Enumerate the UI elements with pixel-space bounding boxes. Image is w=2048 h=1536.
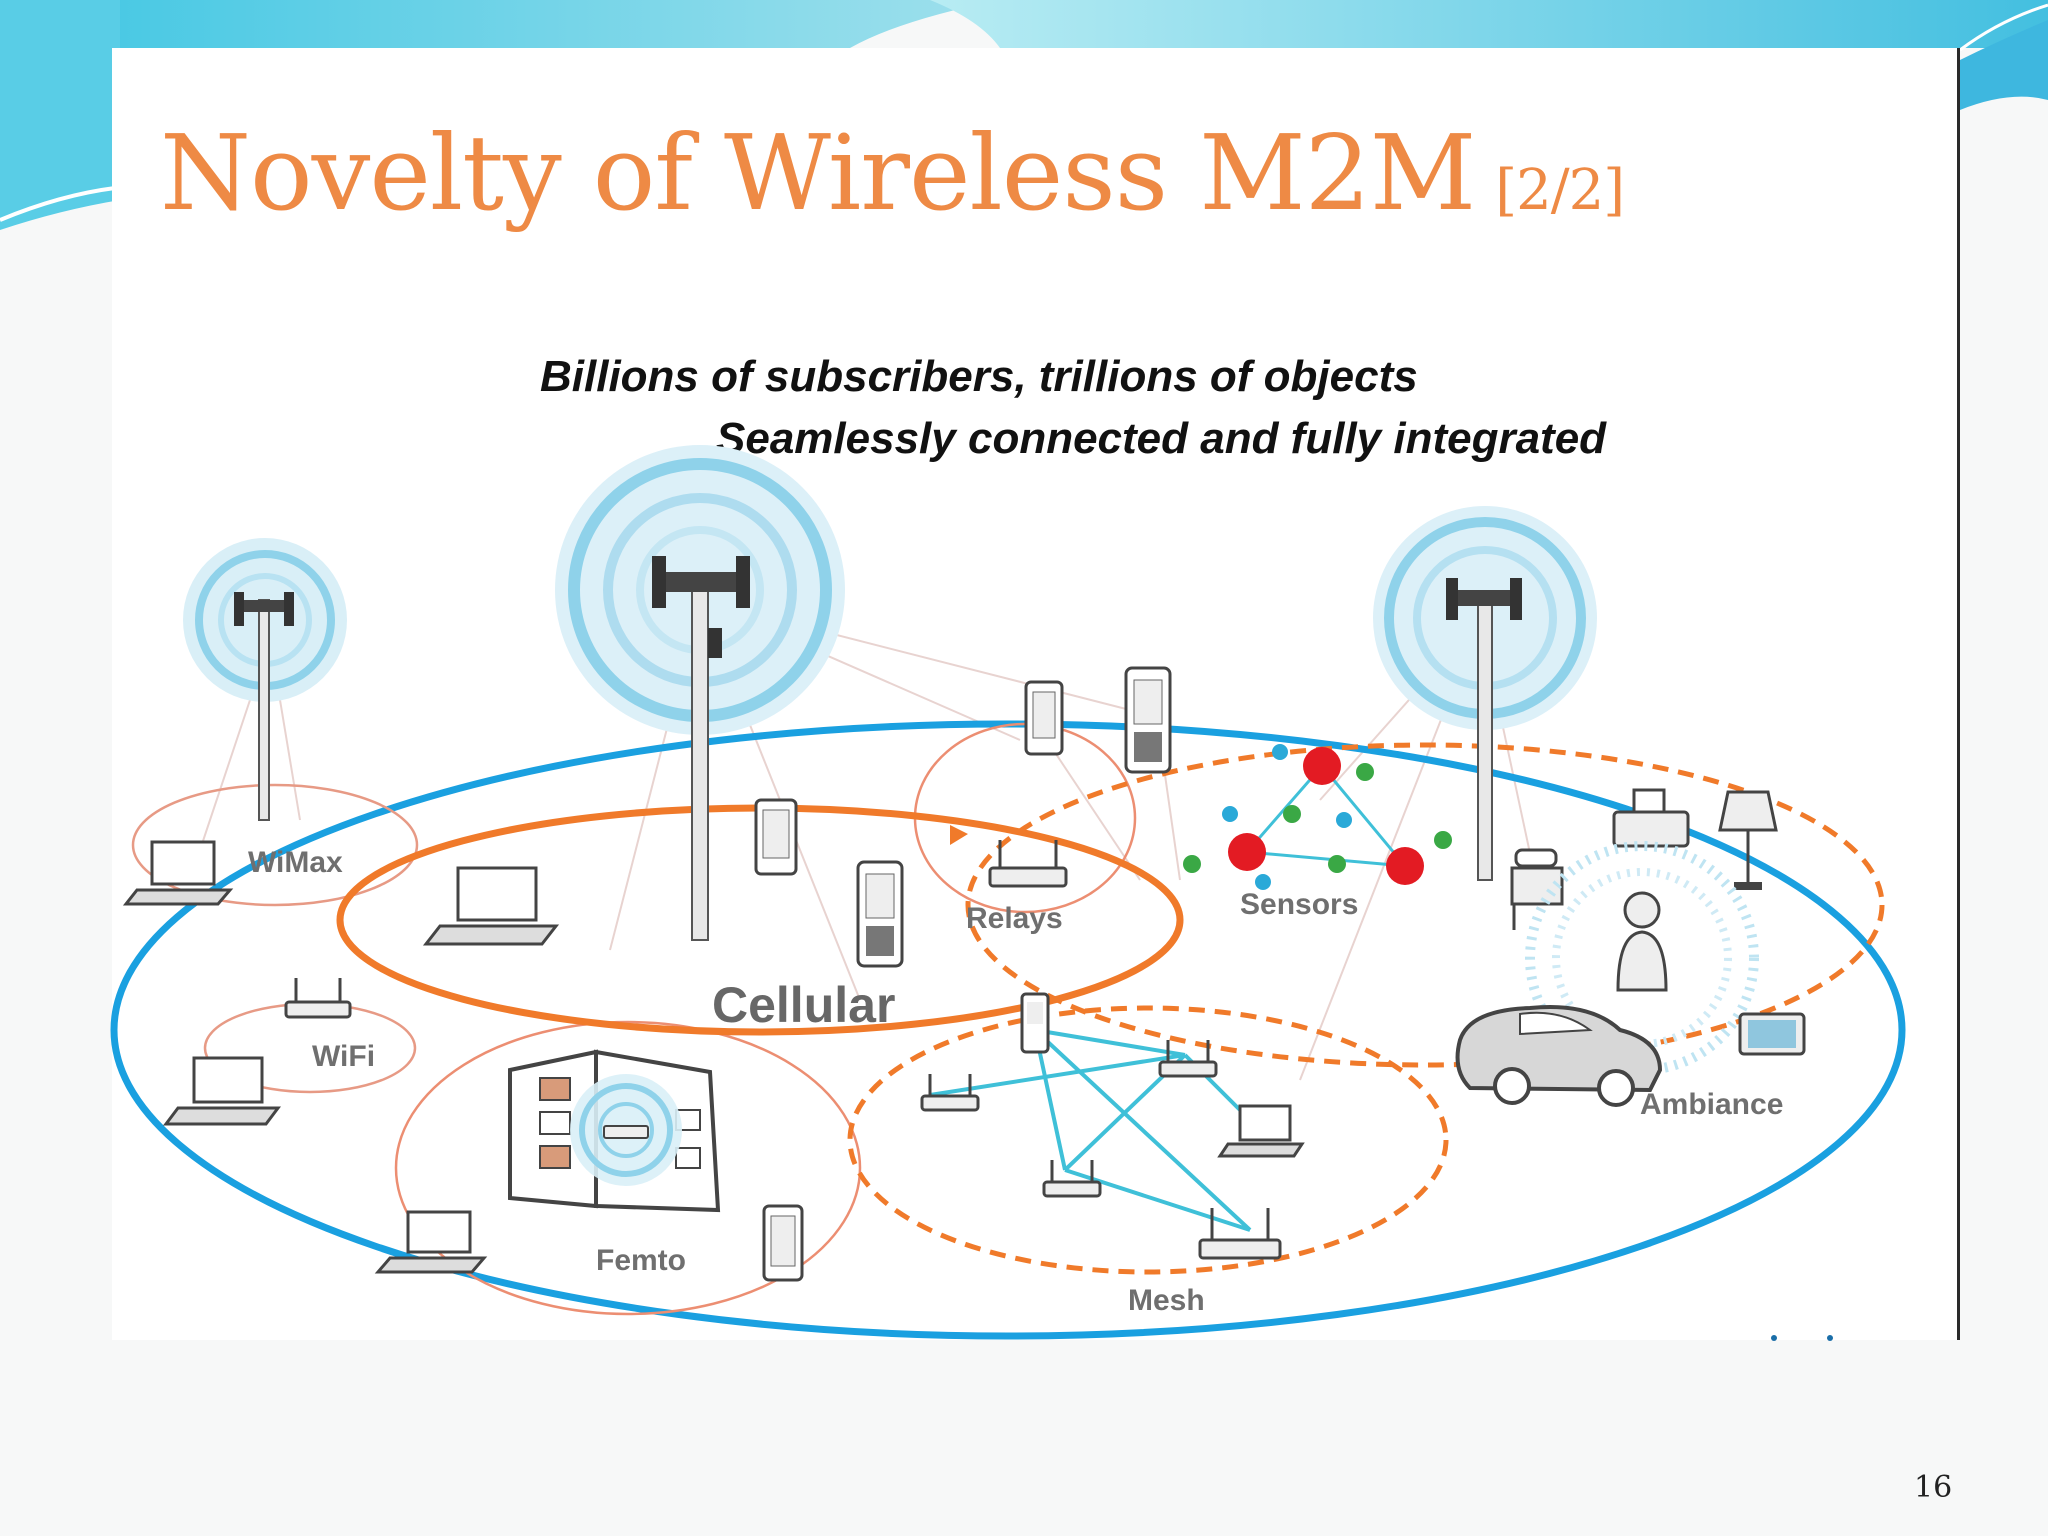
person-icon: [1525, 841, 1759, 1075]
mesh-label: Mesh: [1128, 1284, 1205, 1317]
subtitle-line-2: Seamlessly connected and fully integrate…: [716, 414, 1607, 463]
wimax-ellipse: [131, 783, 419, 907]
cellular-arrow: [950, 825, 968, 845]
laptop-icon: [374, 1210, 488, 1274]
femto-ellipse: [394, 1020, 862, 1316]
cellular-label: Cellular: [712, 977, 896, 1033]
subtitle-line-1: Billions of subscribers, trillions of ob…: [540, 352, 1418, 401]
ambiance-ellipse: [965, 742, 1885, 1068]
cell-tower-icon: [1373, 506, 1597, 881]
mesh-ellipse: [847, 1005, 1449, 1275]
smartphone-icon: [1020, 992, 1050, 1054]
relays-label: Relays: [966, 902, 1063, 935]
smartphone-icon: [1024, 680, 1064, 756]
sensors-label: Sensors: [1240, 888, 1359, 921]
mesh-links: [929, 1028, 1252, 1232]
lamp-icon: [1718, 790, 1778, 890]
cell-tower-icon: [555, 445, 845, 941]
ambiance-label: Ambiance: [1640, 1088, 1784, 1121]
slide-title-text: Novelty of Wireless M2M: [160, 112, 1476, 234]
wifi-label: WiFi: [312, 1040, 376, 1073]
router-icon: [1198, 1208, 1282, 1260]
slide-title-suffix: [2/2]: [1495, 158, 1625, 223]
corner-dots: [1771, 1335, 1833, 1341]
wimax-label: WiMax: [248, 846, 343, 879]
laptop-icon: [163, 1056, 281, 1126]
sensor-node-icon: [1183, 744, 1452, 890]
router-icon: [988, 840, 1068, 888]
page-number: 16: [1914, 1470, 1953, 1505]
router-icon: [1158, 1040, 1218, 1078]
router-icon: [1042, 1160, 1102, 1198]
smartphone-icon: [762, 1204, 804, 1282]
printer-icon: [1612, 788, 1690, 848]
smartphone-icon: [1124, 666, 1172, 774]
smartphone-icon: [856, 860, 904, 968]
router-icon: [284, 978, 352, 1019]
router-icon: [920, 1074, 980, 1112]
car-icon: [1455, 1004, 1663, 1107]
femto-cell-icon: [570, 1074, 682, 1186]
telephone-icon: [1510, 848, 1564, 930]
laptop-icon: [422, 866, 560, 946]
femto-label: Femto: [596, 1244, 686, 1277]
sensor-links: [1245, 765, 1407, 868]
slide-title: Novelty of Wireless M2M [2/2]: [160, 112, 1625, 234]
laptop-icon: [122, 840, 234, 906]
laptop-icon: [1217, 1104, 1305, 1158]
smartphone-icon: [754, 798, 798, 876]
tv-icon: [1738, 1012, 1806, 1056]
cell-tower-icon: [183, 538, 347, 821]
